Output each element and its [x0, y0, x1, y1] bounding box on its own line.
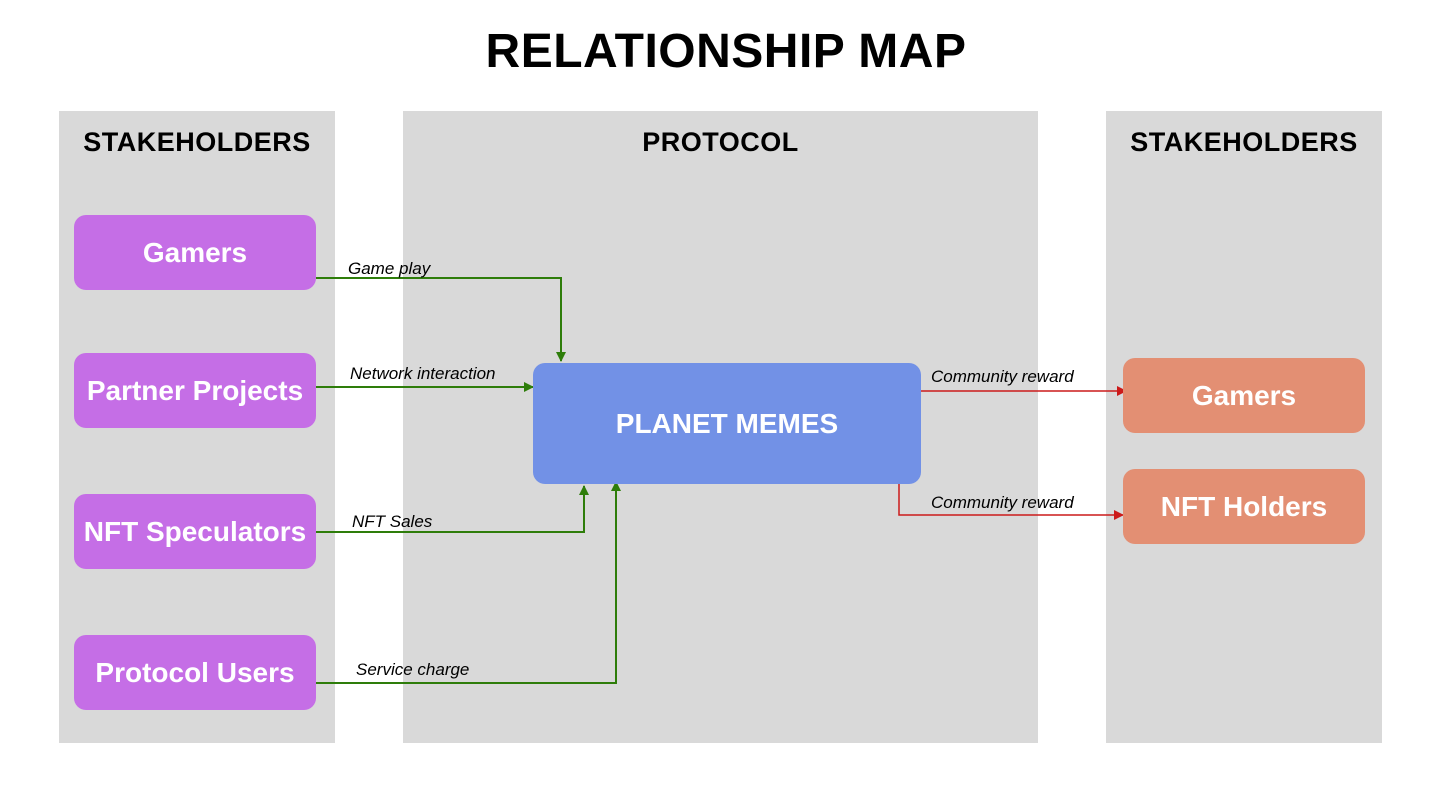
node-gamers: Gamers — [74, 215, 316, 290]
node-partner-projects: Partner Projects — [74, 353, 316, 428]
edge-label-community-reward-1: Community reward — [931, 367, 1074, 386]
protocol-panel-title: PROTOCOL — [642, 127, 799, 157]
edge-label-nft-sales: NFT Sales — [352, 512, 433, 531]
edge-label-community-reward-2: Community reward — [931, 493, 1074, 512]
game-play-connector — [316, 277, 566, 362]
service-charge-connector — [316, 481, 621, 684]
right-panel-title: STAKEHOLDERS — [1130, 127, 1358, 157]
edge-label-game-play: Game play — [348, 259, 431, 278]
diagram-title: RELATIONSHIP MAP — [485, 25, 967, 78]
nft-sales-connector — [316, 485, 589, 533]
node-planet-memes: PLANET MEMES — [533, 363, 921, 484]
left-panel-title: STAKEHOLDERS — [83, 127, 311, 157]
edge-label-service-charge: Service charge — [356, 660, 470, 679]
node-gamers-recipient: Gamers — [1123, 358, 1365, 433]
edge-label-network-interaction: Network interaction — [350, 364, 496, 383]
node-nft-speculators: NFT Speculators — [74, 494, 316, 569]
node-nft-holders: NFT Holders — [1123, 469, 1365, 544]
node-protocol-users: Protocol Users — [74, 635, 316, 710]
protocol-panel: PROTOCOL — [403, 111, 1038, 743]
community-reward-nft-holders-connector — [898, 483, 1124, 520]
